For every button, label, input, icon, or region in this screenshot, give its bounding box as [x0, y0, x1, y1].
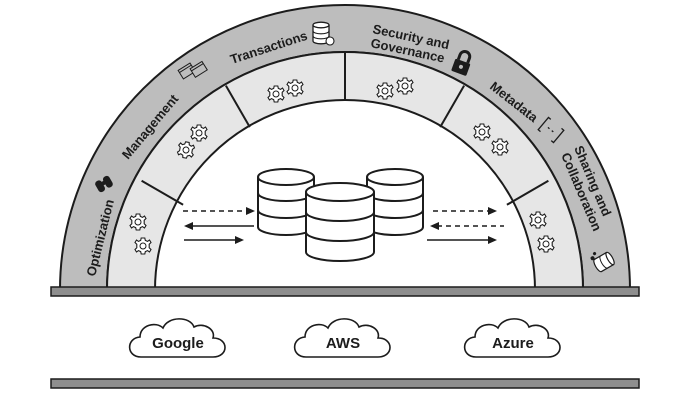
padlock-icon — [451, 50, 472, 76]
foundation-bar — [50, 378, 640, 389]
cloud-label-aws: AWS — [326, 335, 360, 352]
database-icon — [312, 21, 335, 46]
cloud-label-azure: Azure — [492, 335, 534, 352]
windows-icon — [177, 60, 208, 80]
cloud-label-google: Google — [152, 335, 204, 352]
cloud-google: Google — [128, 318, 226, 358]
segment-dividers — [141, 52, 549, 206]
brackets-icon — [537, 116, 565, 144]
binoculars-icon — [95, 175, 113, 193]
data-flow-arrows — [183, 207, 504, 244]
platform-bar — [50, 286, 640, 297]
inner-band — [105, 51, 585, 291]
shared-database-icon — [590, 251, 615, 273]
cloud-azure: Azure — [463, 318, 561, 358]
cloud-aws: AWS — [293, 318, 391, 358]
database-icon — [305, 182, 375, 262]
database-stack — [257, 168, 424, 262]
database-icon — [366, 168, 424, 236]
